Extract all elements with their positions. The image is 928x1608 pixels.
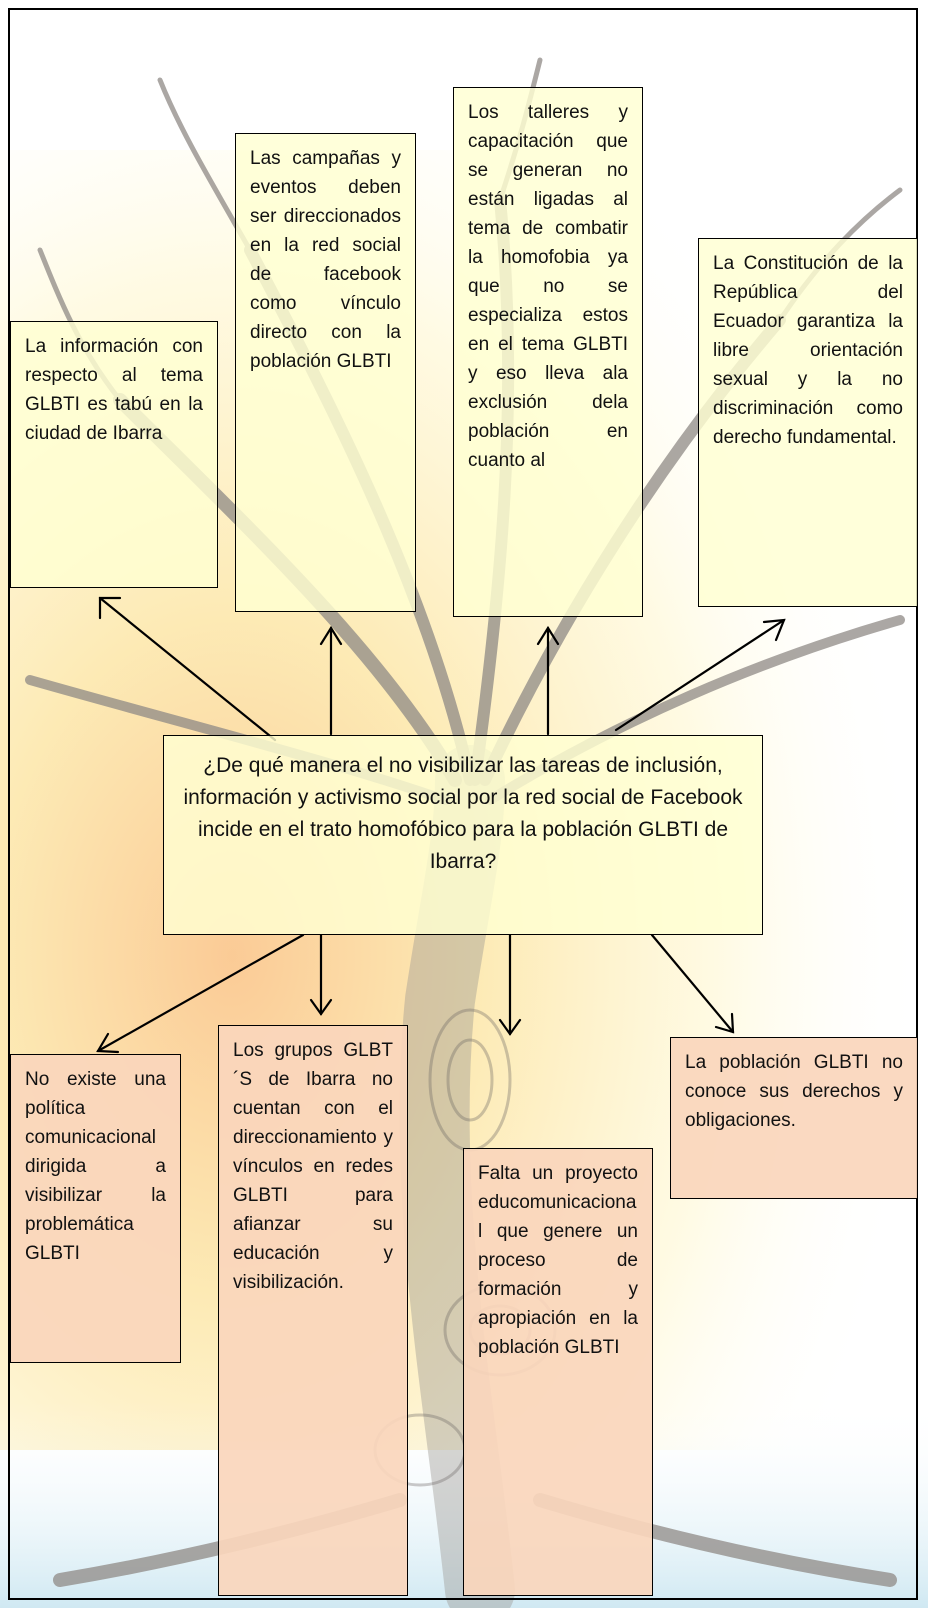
cause-text-1: No existe una política comunicacional di… bbox=[25, 1069, 166, 1264]
cause-text-4: La población GLBTI no conoce sus derecho… bbox=[685, 1052, 903, 1131]
effect-box-2: Las campañas y eventos deben ser direcci… bbox=[235, 133, 416, 612]
cause-box-1: No existe una política comunicacional di… bbox=[10, 1054, 181, 1363]
cause-text-2: Los grupos GLBT´S de Ibarra no cuentan c… bbox=[233, 1040, 393, 1293]
arrow-cause-3 bbox=[498, 933, 522, 1036]
effect-text-3: Los talleres y capacitación que se gener… bbox=[468, 102, 628, 471]
effect-box-4: La Constitución de la República del Ecua… bbox=[698, 238, 918, 607]
arrow-cause-4 bbox=[650, 933, 735, 1034]
effect-text-2: Las campañas y eventos deben ser direcci… bbox=[250, 148, 401, 372]
central-problem-text: ¿De qué manera el no visibilizar las tar… bbox=[183, 754, 743, 873]
effect-box-1: La información con respecto al tema GLBT… bbox=[10, 321, 218, 588]
arrow-effect-4 bbox=[614, 618, 786, 732]
central-problem-box: ¿De qué manera el no visibilizar las tar… bbox=[163, 735, 763, 935]
cause-box-2: Los grupos GLBT´S de Ibarra no cuentan c… bbox=[218, 1025, 408, 1596]
cause-box-4: La población GLBTI no conoce sus derecho… bbox=[670, 1037, 918, 1199]
effect-text-4: La Constitución de la República del Ecua… bbox=[713, 253, 903, 448]
arrow-effect-1 bbox=[98, 596, 277, 742]
arrow-cause-1 bbox=[96, 933, 305, 1054]
arrow-effect-3 bbox=[536, 625, 560, 736]
arrow-cause-2 bbox=[309, 933, 333, 1016]
outer-frame bbox=[8, 8, 918, 1600]
effect-text-1: La información con respecto al tema GLBT… bbox=[25, 336, 203, 444]
effect-box-3: Los talleres y capacitación que se gener… bbox=[453, 87, 643, 617]
cause-text-3: Falta un proyecto educomunicacional que … bbox=[478, 1163, 638, 1358]
cause-box-3: Falta un proyecto educomunicacional que … bbox=[463, 1148, 653, 1596]
arrow-effect-2 bbox=[319, 625, 343, 736]
